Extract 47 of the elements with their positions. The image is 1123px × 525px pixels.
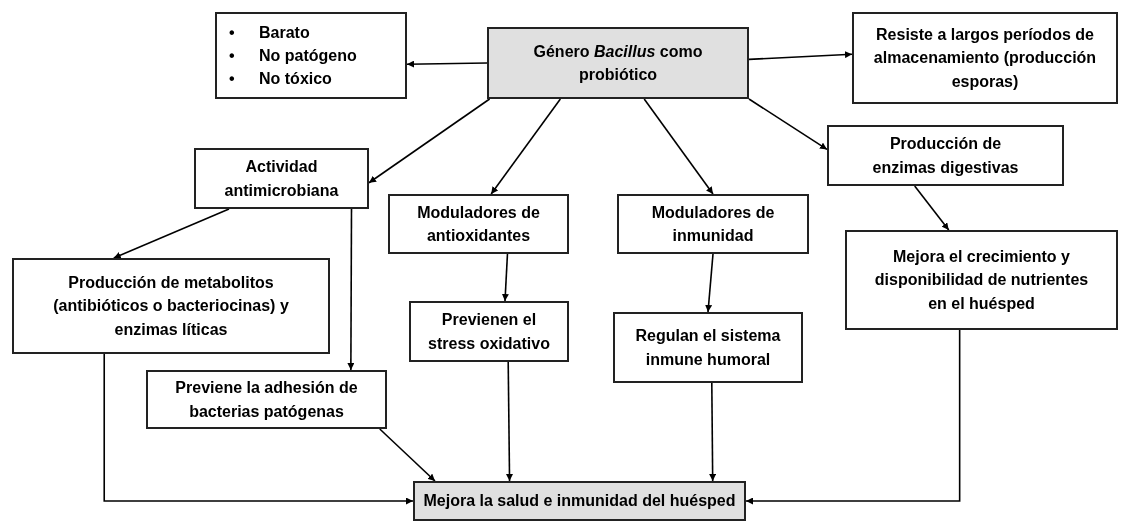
process-box	[12, 258, 330, 354]
bullet-mark: •	[229, 69, 236, 90]
arrow	[112, 208, 230, 259]
box-text: Regulan el sistema inmune humoral	[634, 326, 782, 370]
process-box	[613, 312, 803, 383]
box-text: Moduladores de antioxidantes	[416, 202, 541, 246]
arrow	[709, 382, 717, 482]
arrow	[368, 98, 491, 184]
process-box	[413, 481, 746, 521]
arrow	[748, 51, 853, 61]
process-box	[409, 301, 569, 362]
bullet-mark: •	[229, 22, 236, 43]
arrow	[347, 208, 355, 371]
box-text: Actividad antimicrobiana	[223, 157, 340, 201]
box-text: Previenen el stress oxidativo	[427, 310, 551, 354]
arrow	[406, 60, 488, 68]
box-text: Mejora la salud e inmunidad del huésped	[423, 491, 736, 512]
arrow	[378, 428, 436, 482]
process-box	[146, 370, 387, 429]
bullet-mark: •	[229, 45, 236, 66]
process-box	[827, 125, 1064, 186]
process-box	[487, 27, 749, 99]
arrow	[643, 98, 714, 195]
arrow	[748, 98, 828, 151]
process-box	[215, 12, 407, 99]
process-box	[194, 148, 369, 209]
box-text: Previene la adhesión de bacterias patógenas	[174, 378, 359, 422]
arrow	[705, 253, 714, 313]
process-box	[852, 12, 1118, 104]
list-item: No patógeno	[259, 45, 357, 66]
arrow	[490, 98, 562, 195]
arrow	[103, 353, 414, 505]
box-text: Género Bacillus como probiótico	[532, 41, 704, 85]
arrow	[501, 253, 509, 302]
list-item: No tóxico	[259, 69, 332, 90]
box-text: Resiste a largos períodos de almacenamiento (producción esporas)	[872, 25, 1098, 92]
process-box	[388, 194, 569, 254]
box-text: Moduladores de inmunidad	[650, 202, 776, 246]
box-text: Mejora el crecimiento y disponibilidad de nutrientes en el huésped	[873, 247, 1090, 314]
box-text: Producción de metabolitos (antibióticos o bacteriocinas) y enzimas líticas	[52, 273, 290, 340]
process-box	[617, 194, 809, 254]
process-box	[845, 230, 1118, 330]
arrow	[506, 361, 513, 482]
arrow	[913, 185, 950, 231]
list-item: Barato	[259, 22, 310, 43]
box-text: Producción de enzimas digestivas	[871, 134, 1020, 178]
arrow	[745, 329, 961, 505]
